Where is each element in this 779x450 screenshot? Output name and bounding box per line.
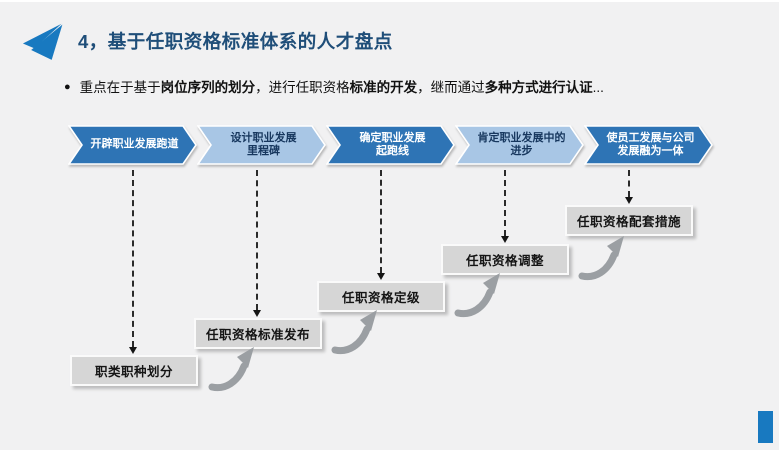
bullet-seg: ，继而通过 [417, 80, 485, 95]
step-box-4: 任职资格调整 [441, 244, 569, 275]
chevron-step-4: 肯定职业发展中的 进步 [455, 125, 584, 165]
chevron-shape [584, 125, 713, 165]
chevron-label: 开辟职业发展跑道 [90, 138, 179, 151]
chevron-step-5: 使员工发展与公司 发展融为一体 [584, 125, 713, 165]
dashed-arrow-5 [625, 170, 633, 204]
arrowhead-icon [501, 236, 509, 243]
chevron-label: 确定职业发展 起跑线 [359, 131, 426, 157]
curve-arrow-icon [208, 347, 254, 392]
bullet-seg-bold: 岗位序列的划分 [160, 80, 256, 95]
step-box-1: 职类职种划分 [70, 355, 198, 386]
curve-arrow-icon [331, 310, 377, 355]
chevron-label: 肯定职业发展中的 进步 [477, 131, 566, 157]
paper-plane-icon [22, 23, 63, 60]
arrowhead-icon [253, 310, 261, 317]
bullet-seg: ，进行任职资格 [255, 80, 350, 95]
chevron-label: 设计职业发展 里程碑 [230, 131, 297, 157]
bullet-seg-bold: 多种方式进行认证 [484, 80, 593, 95]
curve-arrow-icon [454, 273, 500, 318]
chevron-shape [197, 125, 326, 165]
title-row: 4，基于任职资格标准体系的人才盘点 [18, 20, 393, 62]
arrowhead-icon [377, 273, 385, 280]
dashed-arrow-1 [129, 170, 137, 354]
step-box-5: 任职资格配套措施 [565, 205, 693, 236]
bullet-marker-icon: ● [64, 81, 71, 93]
chevron-shape [68, 125, 197, 165]
chevron-label: 使员工发展与公司 发展融为一体 [606, 131, 695, 157]
step-box-3: 任职资格定级 [317, 281, 445, 312]
bullet-row: ● 重点在于基于岗位序列的划分，进行任职资格标准的开发，继而通过多种方式进行认证… [64, 78, 764, 97]
chevron-shape [455, 125, 584, 165]
bullet-seg: ... [592, 80, 604, 95]
bullet-text: 重点在于基于岗位序列的划分，进行任职资格标准的开发，继而通过多种方式进行认证..… [80, 78, 604, 97]
chevron-step-1: 开辟职业发展跑道 [68, 125, 197, 165]
chevron-step-2: 设计职业发展 里程碑 [197, 125, 326, 165]
dashed-arrow-4 [501, 170, 509, 243]
step-box-2: 任职资格标准发布 [194, 318, 322, 349]
top-divider [0, 0, 779, 2]
arrowhead-icon [625, 197, 633, 204]
dashed-arrow-3 [377, 170, 385, 280]
chevron-shape [326, 125, 455, 165]
curve-arrow-icon [578, 236, 624, 281]
bullet-seg: 重点在于基于 [79, 80, 161, 95]
dashed-arrow-2 [253, 170, 261, 317]
page-title: 4，基于任职资格标准体系的人才盘点 [78, 31, 393, 52]
bullet-seg-bold: 标准的开发 [349, 80, 418, 95]
accent-rectangle [758, 411, 773, 443]
arrowhead-icon [129, 347, 137, 354]
chevron-step-3: 确定职业发展 起跑线 [326, 125, 455, 165]
